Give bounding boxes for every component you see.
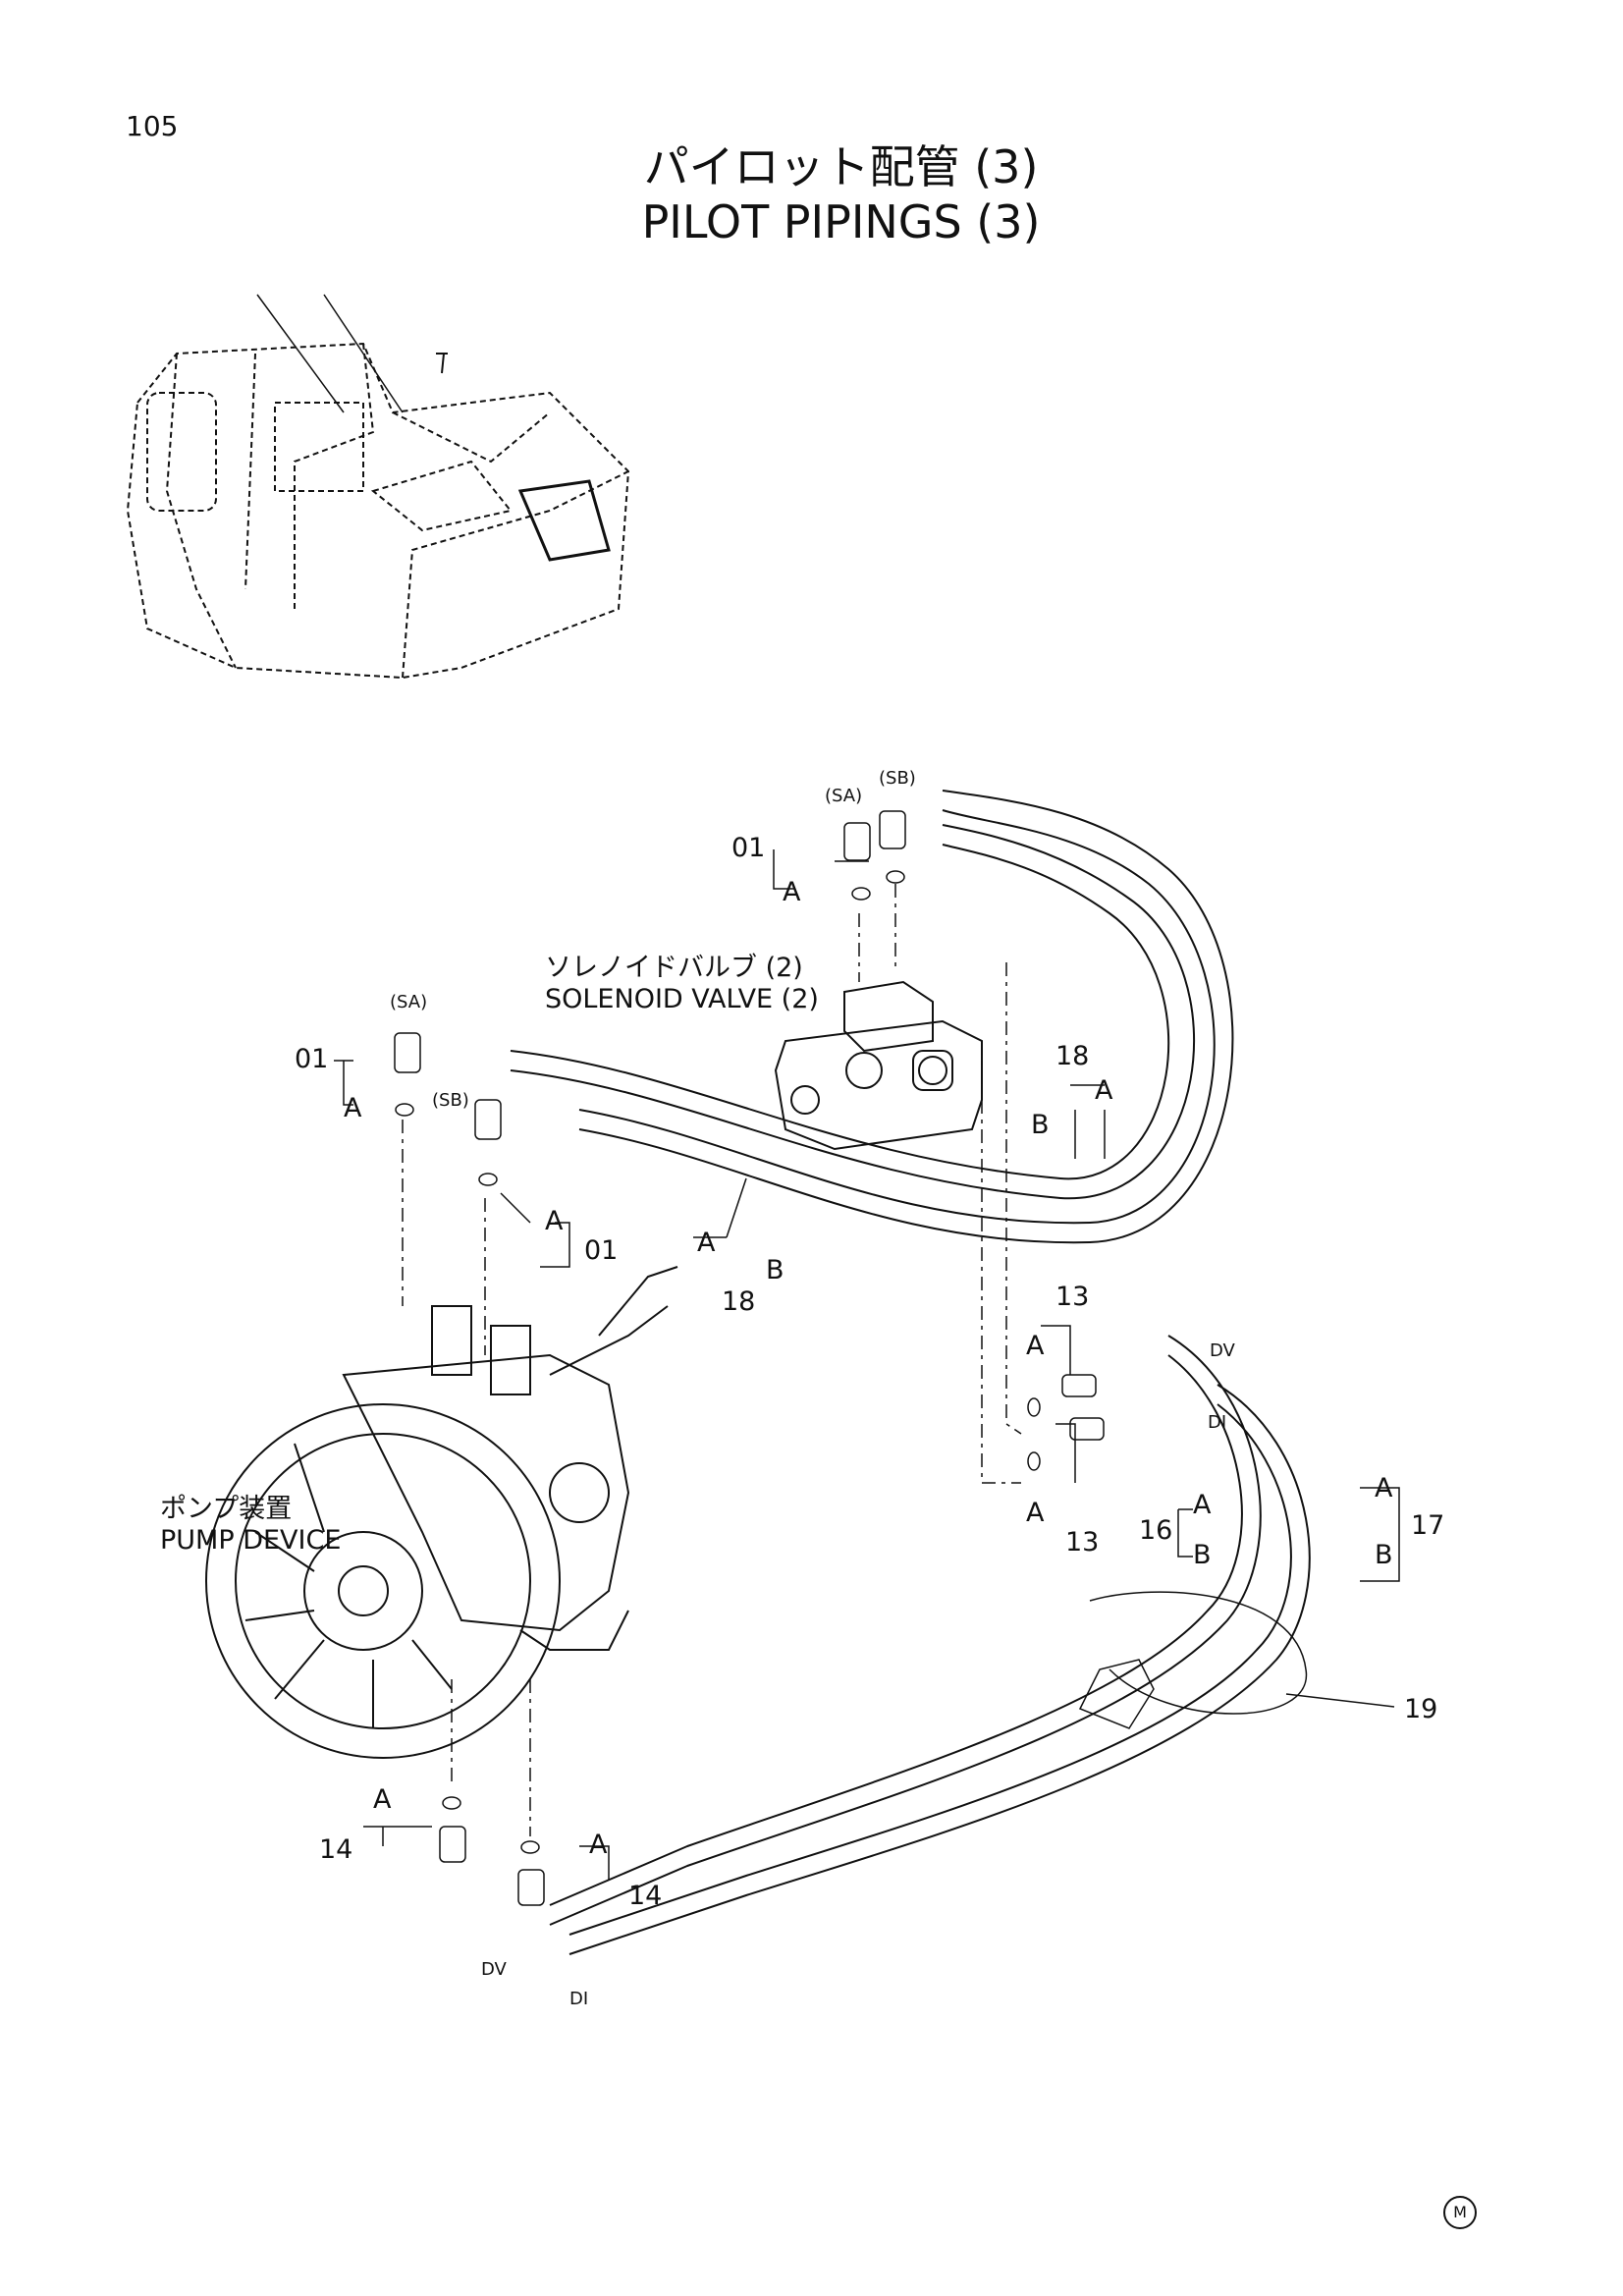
part-callout-a-18-upper: A: [1095, 1075, 1113, 1106]
part-callout-a-18-lower: A: [697, 1228, 716, 1258]
part-callout-16: 16: [1139, 1515, 1173, 1546]
part-callout-17: 17: [1411, 1510, 1445, 1541]
excavator-overview-illustration: [126, 342, 630, 680]
port-label-sa-pump: (SA): [390, 992, 428, 1012]
part-callout-19: 19: [1404, 1694, 1438, 1724]
pump-device-illustration: [205, 1266, 678, 1759]
pump-device-label: ポンプ装置 PUMP DEVICE: [160, 1494, 341, 1557]
part-callout-b-16: B: [1193, 1540, 1212, 1570]
page-number: 105: [126, 110, 179, 142]
part-callout-b-18-lower: B: [766, 1255, 784, 1285]
part-callout-18-lower: 18: [722, 1286, 756, 1317]
part-callout-a-17: A: [1375, 1473, 1393, 1503]
hose-16-17-pair: [549, 1335, 1311, 1955]
solenoid-valve-label: ソレノイドバルブ (2) SOLENOID VALVE (2): [545, 953, 819, 1015]
part-callout-14-left: 14: [319, 1834, 353, 1865]
page-title-english: PILOT PIPINGS (3): [641, 195, 1041, 248]
part-callout-a-13-upper: A: [1026, 1331, 1045, 1361]
part-callout-a-pump-sa: A: [344, 1093, 362, 1123]
port-label-sb-pump: (SB): [432, 1090, 469, 1111]
part-callout-a-13-lower: A: [1026, 1498, 1045, 1528]
part-callout-a-valve: A: [783, 877, 801, 907]
hose-18-pair: [510, 790, 1234, 1244]
part-callout-a-14-right: A: [589, 1830, 608, 1860]
pump-device-label-jp: ポンプ装置: [160, 1494, 293, 1524]
part-callout-a-16: A: [1193, 1490, 1212, 1520]
part-callout-13-upper: 13: [1055, 1282, 1090, 1312]
pump-device-label-en: PUMP DEVICE: [160, 1525, 342, 1556]
part-callout-a-pump-sb: A: [545, 1206, 564, 1236]
part-callout-18-upper: 18: [1055, 1041, 1090, 1071]
part-callout-01-valve: 01: [731, 833, 766, 863]
part-callout-01-pump-sa: 01: [295, 1044, 329, 1074]
part-callout-a-14-left: A: [373, 1784, 392, 1815]
part-callout-b-18-upper: B: [1031, 1110, 1050, 1140]
port-label-sb-valve: (SB): [879, 768, 916, 789]
port-label-sa-valve: (SA): [825, 786, 863, 806]
part-callout-13-lower: 13: [1065, 1527, 1100, 1558]
corner-m-mark: M: [1443, 2196, 1477, 2229]
o-ring-fittings: [394, 810, 1105, 1906]
part-callout-b-17: B: [1375, 1540, 1393, 1570]
port-label-di-upper: DI: [1208, 1412, 1227, 1433]
port-label-dv-lower: DV: [481, 1959, 507, 1980]
part-callout-01-pump-sb: 01: [584, 1235, 619, 1266]
solenoid-valve-label-jp: ソレノイドバルブ (2): [545, 953, 803, 983]
port-label-di-lower: DI: [569, 1989, 589, 2009]
part-callout-14-right: 14: [628, 1881, 663, 1911]
page-title-japanese: パイロット配管 (3): [643, 140, 1039, 193]
solenoid-valve-label-en: SOLENOID VALVE (2): [545, 984, 819, 1014]
port-label-dv-upper: DV: [1210, 1340, 1235, 1361]
